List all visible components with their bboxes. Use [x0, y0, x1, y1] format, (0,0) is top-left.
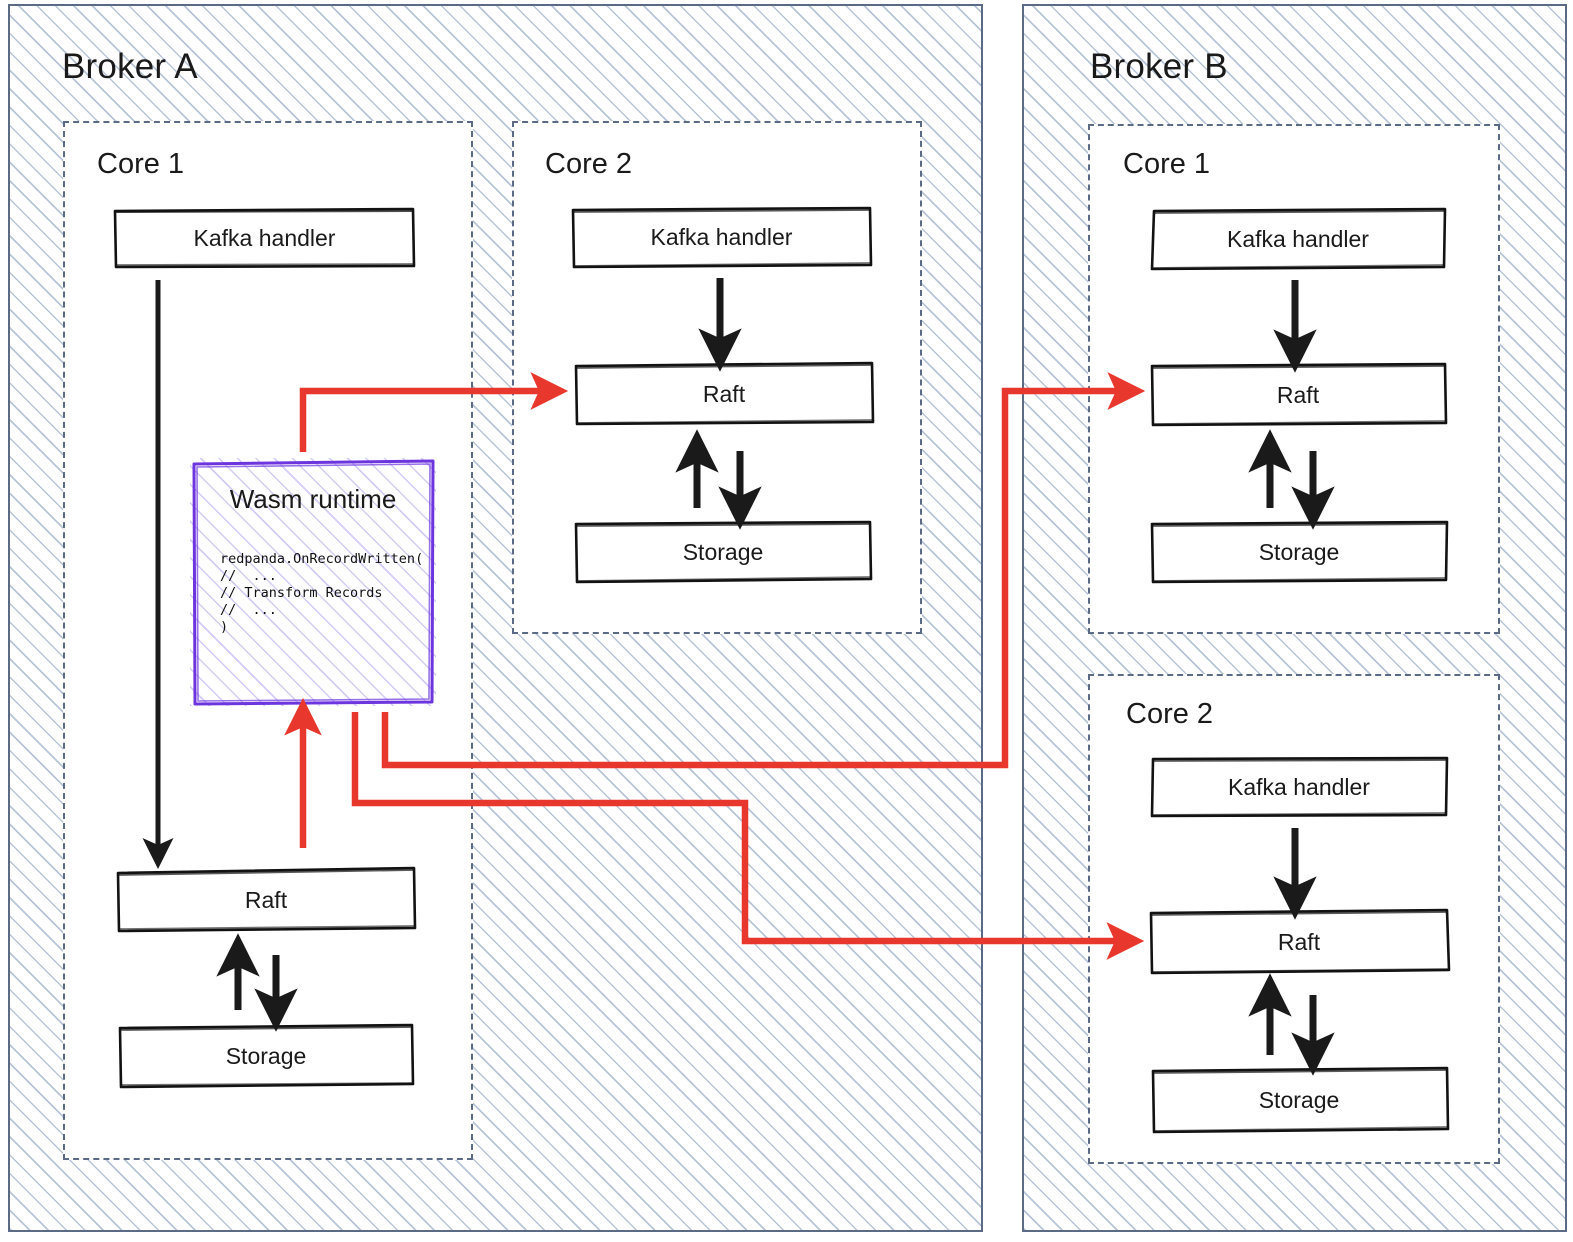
- node-b1-kafka-handler[interactable]: Kafka handler: [1148, 206, 1448, 272]
- broker-a-core-2-title: Core 2: [545, 148, 633, 180]
- broker-b-core-1-title: Core 1: [1123, 148, 1211, 180]
- node-b2-kafka-handler[interactable]: Kafka handler: [1148, 755, 1450, 819]
- wasm-code-snippet: redpanda.OnRecordWritten( // ... // Tran…: [220, 551, 424, 635]
- broker-a-title: Broker A: [62, 47, 198, 86]
- node-a1-wasm-runtime-label: Wasm runtime: [229, 484, 397, 514]
- broker-b-title: Broker B: [1090, 47, 1228, 86]
- node-a2-storage[interactable]: Storage: [573, 519, 873, 585]
- broker-b-core-2-title: Core 2: [1126, 698, 1214, 730]
- node-b1-raft[interactable]: Raft: [1148, 362, 1448, 428]
- node-b1-storage[interactable]: Storage: [1148, 519, 1450, 585]
- node-a1-raft[interactable]: Raft: [115, 866, 417, 934]
- node-a2-kafka-handler[interactable]: Kafka handler: [570, 205, 873, 269]
- node-a1-wasm-runtime[interactable]: Wasm runtime redpanda.OnRecordWritten( /…: [190, 458, 436, 706]
- node-b2-storage[interactable]: Storage: [1148, 1065, 1450, 1135]
- broker-a-core-1-title: Core 1: [97, 148, 185, 180]
- node-b2-raft[interactable]: Raft: [1147, 908, 1451, 976]
- node-a2-raft[interactable]: Raft: [573, 361, 875, 427]
- node-a1-kafka-handler[interactable]: Kafka handler: [113, 207, 416, 269]
- node-a1-storage[interactable]: Storage: [117, 1022, 415, 1090]
